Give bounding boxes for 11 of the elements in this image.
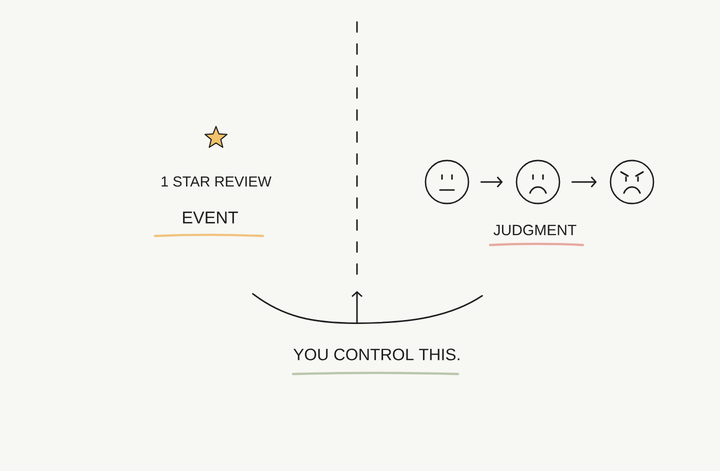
label-text: YOU CONTROL THIS. xyxy=(293,348,460,360)
label-text: 1 STAR REVIEW xyxy=(162,176,272,187)
angry-face xyxy=(610,160,654,204)
arrow xyxy=(352,291,362,324)
sad-face xyxy=(516,160,560,204)
arrow xyxy=(571,176,597,188)
arrow xyxy=(480,176,503,188)
label-text: EVENT xyxy=(183,212,238,224)
label-text: JUDGMENT xyxy=(494,224,576,236)
neutral-face xyxy=(424,160,470,204)
curved-bracket xyxy=(252,293,483,324)
